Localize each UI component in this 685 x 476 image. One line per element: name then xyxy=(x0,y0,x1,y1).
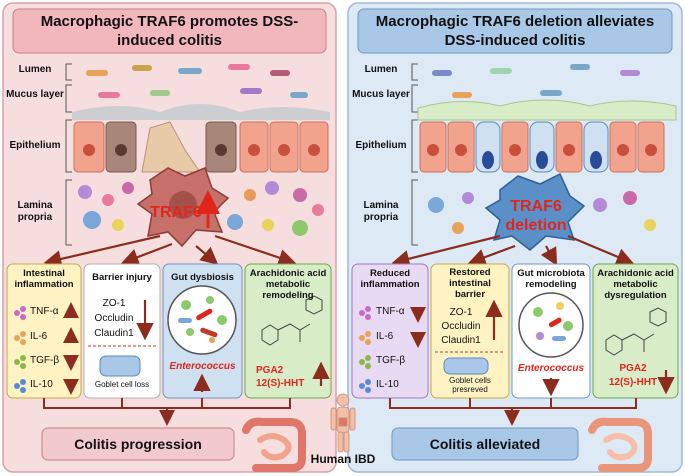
left-cytokine-0: TNF-α xyxy=(30,306,59,317)
left-inflammation-title: Intestinal inflammation xyxy=(14,268,74,290)
right-barrier-title: Restored intestinal barrier xyxy=(449,267,491,300)
right-outcome-box xyxy=(391,427,579,461)
left-enterococcus-label: Enterococcus xyxy=(169,361,236,372)
left-convergence-lines xyxy=(43,398,291,426)
left-mucus-layer xyxy=(72,104,330,120)
left-outcome-box xyxy=(41,427,235,461)
right-traf6-label: TRAF6 deletion xyxy=(496,197,576,235)
right-macrophage-arrows xyxy=(391,234,635,268)
right-label-epithelium: Epithelium xyxy=(355,140,407,151)
right-enterococcus-label: Enterococcus xyxy=(517,363,585,374)
right-epithelium xyxy=(419,121,665,173)
left-immune-cells xyxy=(78,181,324,236)
left-lumen-bacteria xyxy=(86,64,308,98)
left-metabolite-0: PGA2 xyxy=(256,365,284,376)
left-title-box xyxy=(12,8,327,54)
left-intestine-icon xyxy=(242,417,306,472)
right-cytokine-icons xyxy=(359,306,371,393)
right-protein-1: Occludin xyxy=(441,321,481,332)
right-cytokine-2: TGF-β xyxy=(376,355,406,366)
left-molecule-icon xyxy=(261,295,323,346)
left-metabolic-title: Arachidonic acid metabolic remodeling xyxy=(249,268,327,301)
left-protein-2: Claudin1 xyxy=(94,328,134,339)
right-label-mucus: Mucus layer xyxy=(352,89,410,100)
right-inflammation-title: Reduced inflammation xyxy=(360,268,420,290)
right-protein-0: ZO-1 xyxy=(449,307,473,318)
right-label-lamina: Lamina propria xyxy=(363,200,399,223)
left-cytokine-3: IL-10 xyxy=(30,379,53,390)
right-microbiota-title: Gut microbiota remodeling xyxy=(517,268,585,290)
right-mucus-layer xyxy=(417,99,677,121)
left-epithelium xyxy=(73,121,329,173)
right-lumen-bacteria xyxy=(432,64,640,98)
right-goblet-caption: Goblet cells presreved xyxy=(449,376,491,394)
left-protein-1: Occludin xyxy=(94,313,134,324)
left-label-mucus: Mucus layer xyxy=(6,89,64,100)
left-goblet-cell-icon xyxy=(99,355,141,377)
right-metabolic-title: Arachidonic acid metabolic dysregulation xyxy=(597,268,674,301)
left-traf6-label: TRAF6 xyxy=(150,204,202,221)
right-traf6-label-line1: TRAF6 xyxy=(510,198,562,215)
left-cytokine-icons xyxy=(14,306,26,393)
right-title-box xyxy=(357,8,673,54)
right-macrophage xyxy=(484,172,586,251)
left-barrier-title: Barrier injury xyxy=(92,272,152,283)
left-protein-0: ZO-1 xyxy=(102,298,126,309)
right-layer-brackets xyxy=(411,63,418,246)
right-label-lumen: Lumen xyxy=(364,64,398,75)
right-goblet-cell-icon xyxy=(443,357,489,375)
right-metabolite-1: 12(S)-HHT xyxy=(608,377,658,388)
right-cytokine-0: TNF-α xyxy=(376,306,405,317)
left-macrophage-arrows xyxy=(43,234,297,268)
right-microbes xyxy=(533,302,573,341)
left-dysbiosis-title: Gut dysbiosis xyxy=(171,272,234,283)
right-intestine-icon xyxy=(588,417,652,472)
right-title: Macrophagic TRAF6 deletion alleviates DS… xyxy=(375,13,655,49)
left-cytokine-1: IL-6 xyxy=(30,331,48,342)
right-protein-2: Claudin1 xyxy=(441,335,481,346)
left-outcome-label: Colitis progression xyxy=(74,436,202,452)
left-metabolite-1: 12(S)-HHT xyxy=(256,378,305,389)
right-convergence-lines xyxy=(389,398,637,426)
right-cytokine-3: IL-10 xyxy=(376,379,399,390)
right-immune-cells xyxy=(428,191,656,234)
right-outcome-label: Colitis alleviated xyxy=(429,436,541,452)
left-goblet-caption: Goblet cell loss xyxy=(94,380,150,389)
right-metabolite-0: PGA2 xyxy=(619,363,647,374)
right-traf6-label-line2: deletion xyxy=(505,217,567,234)
left-label-lamina: Lamina propria xyxy=(17,200,53,223)
left-cytokine-2: TGF-β xyxy=(30,355,60,366)
left-box-metabolic xyxy=(244,263,332,399)
left-microbes xyxy=(178,296,227,343)
human-ibd-label: Human IBD xyxy=(310,452,376,466)
left-label-lumen: Lumen xyxy=(18,64,52,75)
right-cytokine-1: IL-6 xyxy=(376,331,394,342)
left-layer-brackets xyxy=(65,63,72,246)
human-figure-icon xyxy=(330,393,356,453)
right-molecule-icon xyxy=(605,307,667,356)
left-label-epithelium: Epithelium xyxy=(9,140,61,151)
left-title: Macrophagic TRAF6 promotes DSS-induced c… xyxy=(40,13,299,49)
